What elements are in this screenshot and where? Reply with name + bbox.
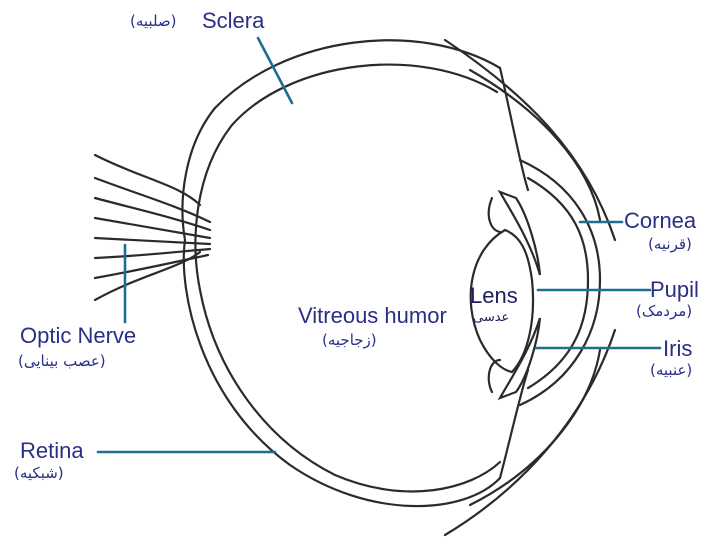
vitreous-humor-label: Vitreous humor — [298, 305, 447, 327]
sclera-label-fa: (صلبيه) — [130, 14, 177, 29]
vitreous-humor-label-fa: (زجاجيه) — [322, 333, 377, 348]
iris-lower — [500, 318, 540, 398]
ciliary-upper — [489, 198, 500, 232]
sclera-label: Sclera — [202, 10, 264, 32]
lens-label: Lens — [470, 285, 518, 307]
eyelid-upper-fold-2 — [470, 70, 600, 220]
optic-nerve-label: Optic Nerve — [20, 325, 136, 347]
retina-label: Retina — [20, 440, 84, 462]
cornea-label: Cornea — [624, 210, 696, 232]
sclera-front-lower — [500, 370, 528, 478]
optic-nerve-label-fa: (عصب بينايى) — [18, 354, 106, 369]
pupil-label-fa: (مردمک) — [636, 304, 692, 319]
optic-fiber-3 — [95, 218, 210, 238]
iris-upper — [500, 192, 540, 275]
retina-label-fa: (شبکيه) — [14, 466, 64, 481]
retina-outline — [195, 65, 500, 492]
pupil-label: Pupil — [650, 279, 699, 301]
iris-label-fa: (عنبيه) — [650, 363, 692, 378]
optic-fiber-4 — [95, 238, 210, 244]
lens-label-fa: عدسى — [473, 311, 509, 324]
sclera-front-upper — [500, 68, 528, 190]
iris-label: Iris — [663, 338, 692, 360]
cornea-label-fa: (قرنيه) — [648, 237, 692, 252]
sclera-outline — [183, 40, 500, 506]
